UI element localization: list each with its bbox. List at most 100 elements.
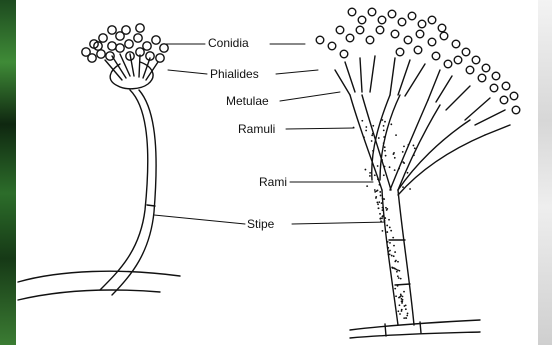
conidium xyxy=(143,42,151,50)
stipple-dot xyxy=(407,172,409,174)
conidium xyxy=(452,40,460,48)
stipple-dot xyxy=(382,207,384,209)
leader-phialides xyxy=(168,70,207,74)
stipple-dot xyxy=(408,144,410,146)
stipple-dot xyxy=(382,230,384,232)
stipple-dot xyxy=(384,121,386,123)
conidium xyxy=(490,84,498,92)
conidium xyxy=(152,36,160,44)
stipple-dot xyxy=(371,134,373,136)
stipple-dot xyxy=(378,201,380,203)
stipple-dot xyxy=(377,165,379,167)
conidium xyxy=(512,106,520,114)
conidium xyxy=(156,54,164,62)
conidium xyxy=(432,52,440,60)
stipple-dot xyxy=(374,189,376,191)
stipple-dot xyxy=(385,155,387,157)
conidium xyxy=(472,56,480,64)
stipple-dot xyxy=(399,313,401,315)
right-branches xyxy=(350,95,485,195)
stipple-dot xyxy=(393,152,395,154)
label-metulae: Metulae xyxy=(226,95,269,107)
stipple-dot xyxy=(392,267,394,269)
conidium xyxy=(108,42,116,50)
stipple-dot xyxy=(397,261,399,263)
stipple-dot xyxy=(374,191,376,193)
stipple-dot xyxy=(398,168,400,170)
stipple-dot xyxy=(398,277,400,279)
stipple-dot xyxy=(407,313,409,315)
stipple-dot xyxy=(378,137,380,139)
stipple-dot xyxy=(403,317,405,319)
stipple-dot xyxy=(369,172,371,174)
stipple-dot xyxy=(384,150,386,152)
conidium xyxy=(428,16,436,24)
conidium xyxy=(136,24,144,32)
stipple-dot xyxy=(386,209,388,211)
stipple-dot xyxy=(389,242,391,244)
conidium xyxy=(396,48,404,56)
stipple-dot xyxy=(383,129,385,131)
stipple-dot xyxy=(377,178,379,180)
leader-stipe-left xyxy=(154,215,245,224)
stipple-dot xyxy=(384,217,386,219)
stipple-dot xyxy=(365,130,367,132)
label-rami: Rami xyxy=(259,176,287,188)
stipple-dot xyxy=(398,297,400,299)
stipple-dot xyxy=(366,185,368,187)
left-conidia xyxy=(82,24,168,62)
stipple-dot xyxy=(382,209,384,211)
stipple-dot xyxy=(377,189,379,191)
conidium xyxy=(99,34,107,42)
stipple-dot xyxy=(392,237,394,239)
conidium xyxy=(122,26,130,34)
conidium xyxy=(88,54,96,62)
stipple-dot xyxy=(405,308,407,310)
conidium xyxy=(116,44,124,52)
stipple-dot xyxy=(389,227,391,229)
stipple-dot xyxy=(403,145,405,147)
stipple-dot xyxy=(363,136,365,138)
stipple-dot xyxy=(381,119,383,121)
stipple-dot xyxy=(413,154,415,156)
conidium xyxy=(376,26,384,34)
stipple-dot xyxy=(395,295,397,297)
conidium xyxy=(418,20,426,28)
stipple-dot xyxy=(401,309,403,311)
conidium xyxy=(346,34,354,42)
conidium xyxy=(356,26,364,34)
leader-stipe-right xyxy=(292,222,385,224)
stipple-dot xyxy=(387,241,389,243)
stipple-dot xyxy=(384,146,386,148)
conidium xyxy=(416,30,424,38)
conidium xyxy=(462,48,470,56)
stipple-dot xyxy=(379,184,381,186)
stipple-dot xyxy=(388,251,390,253)
stipple-dot xyxy=(381,202,383,204)
label-conidia: Conidia xyxy=(208,37,249,49)
stipple-dot xyxy=(383,198,385,200)
stipple-dot xyxy=(384,220,386,222)
stipple-dot xyxy=(414,147,416,149)
substrate-right-mark-2 xyxy=(420,322,421,333)
conidium xyxy=(466,66,474,74)
label-ramuli: Ramuli xyxy=(238,123,275,135)
conidium xyxy=(444,60,452,68)
stipple-dot xyxy=(372,150,374,152)
conidium xyxy=(108,26,116,34)
conidium xyxy=(388,10,396,18)
stipple-dot xyxy=(385,207,387,209)
right-metulae xyxy=(335,56,510,135)
conidium xyxy=(368,8,376,16)
conidium xyxy=(454,56,462,64)
stipple-dot xyxy=(394,288,396,290)
stipple-dot xyxy=(387,247,389,249)
conidium xyxy=(134,34,142,42)
stipple-dot xyxy=(393,245,395,247)
conidium xyxy=(348,8,356,16)
stipple-dot xyxy=(403,305,405,307)
stipple-dot xyxy=(383,142,385,144)
stipple-dot xyxy=(402,186,404,188)
stipple-dot xyxy=(409,188,411,190)
